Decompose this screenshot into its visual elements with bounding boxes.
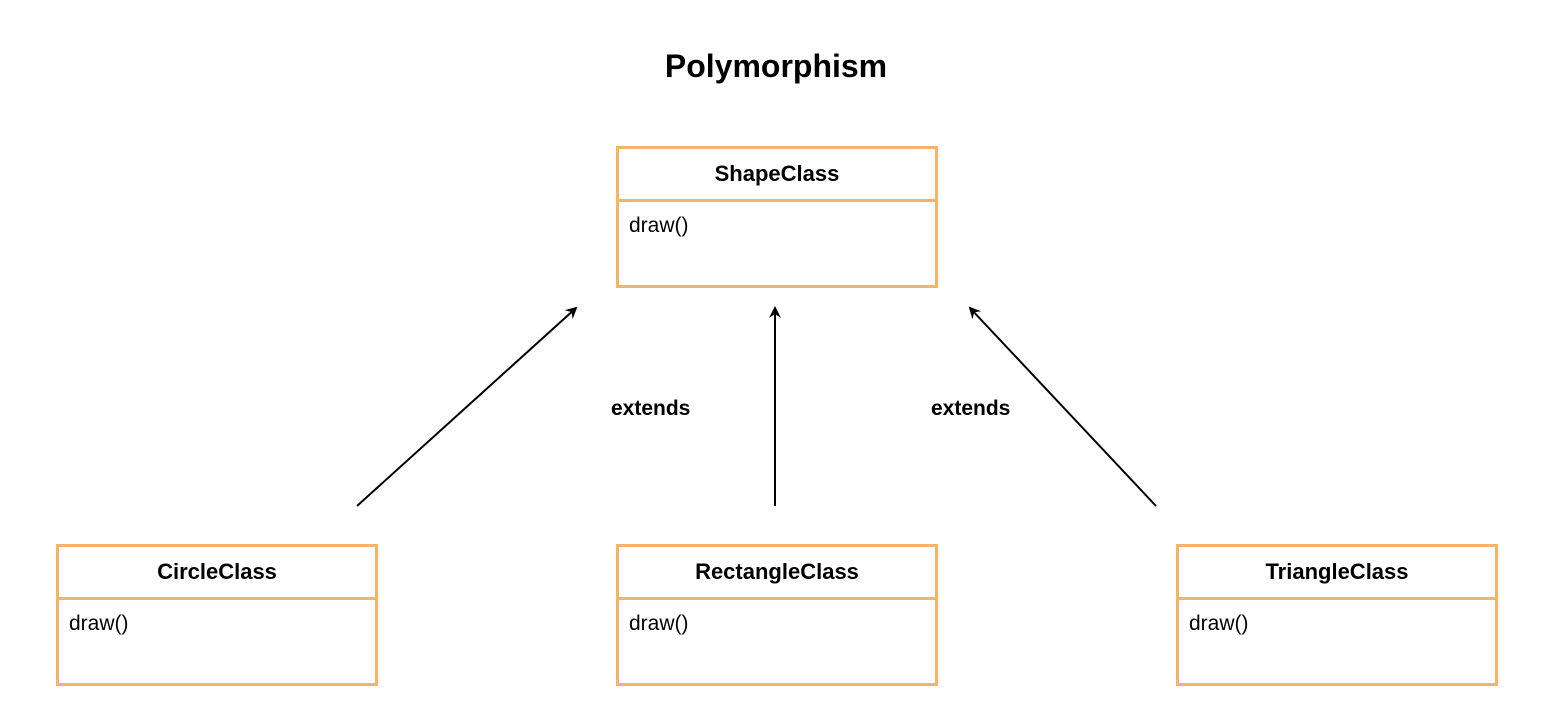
circle-class-box[interactable]: CircleClass draw() [56, 544, 378, 686]
extends-label-right: extends [931, 397, 1011, 420]
diagram-title: Polymorphism [664, 48, 888, 84]
rectangle-class-name: RectangleClass [619, 547, 935, 600]
circle-class-name: CircleClass [59, 547, 375, 600]
arrow-circle-to-shape [356, 306, 578, 507]
shape-class-box[interactable]: ShapeClass draw() [616, 146, 938, 288]
circle-class-method: draw() [69, 612, 129, 635]
triangle-class-method: draw() [1189, 612, 1249, 635]
shape-class-method: draw() [629, 214, 689, 237]
rectangle-class-method: draw() [629, 612, 689, 635]
triangle-class-box[interactable]: TriangleClass draw() [1176, 544, 1498, 686]
rectangle-class-box[interactable]: RectangleClass draw() [616, 544, 938, 686]
arrow-triangle-to-shape [968, 306, 1157, 507]
shape-class-name: ShapeClass [619, 149, 935, 202]
extends-label-left: extends [611, 397, 691, 420]
triangle-class-name: TriangleClass [1179, 547, 1495, 600]
